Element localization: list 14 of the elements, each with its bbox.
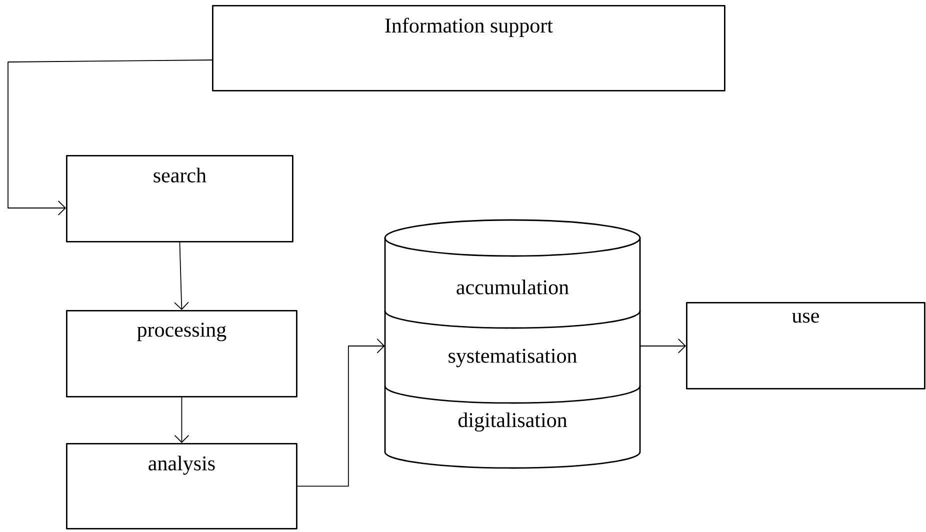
arrow — [296, 338, 385, 487]
process-box: processing — [66, 310, 298, 398]
node-label: digitalisation — [458, 412, 568, 432]
arrow — [174, 242, 189, 310]
database-cylinder: accumulation systematisation digitalisation — [384, 219, 641, 469]
process-box: use — [686, 302, 926, 390]
node-label: accumulation — [456, 280, 569, 294]
arrow — [8, 60, 212, 216]
arrow — [174, 396, 190, 443]
arrow — [640, 338, 686, 354]
process-box: search — [66, 155, 294, 242]
process-box: analysis — [66, 443, 298, 530]
process-box: Information support — [212, 5, 726, 92]
node-label: systematisation — [448, 348, 577, 368]
